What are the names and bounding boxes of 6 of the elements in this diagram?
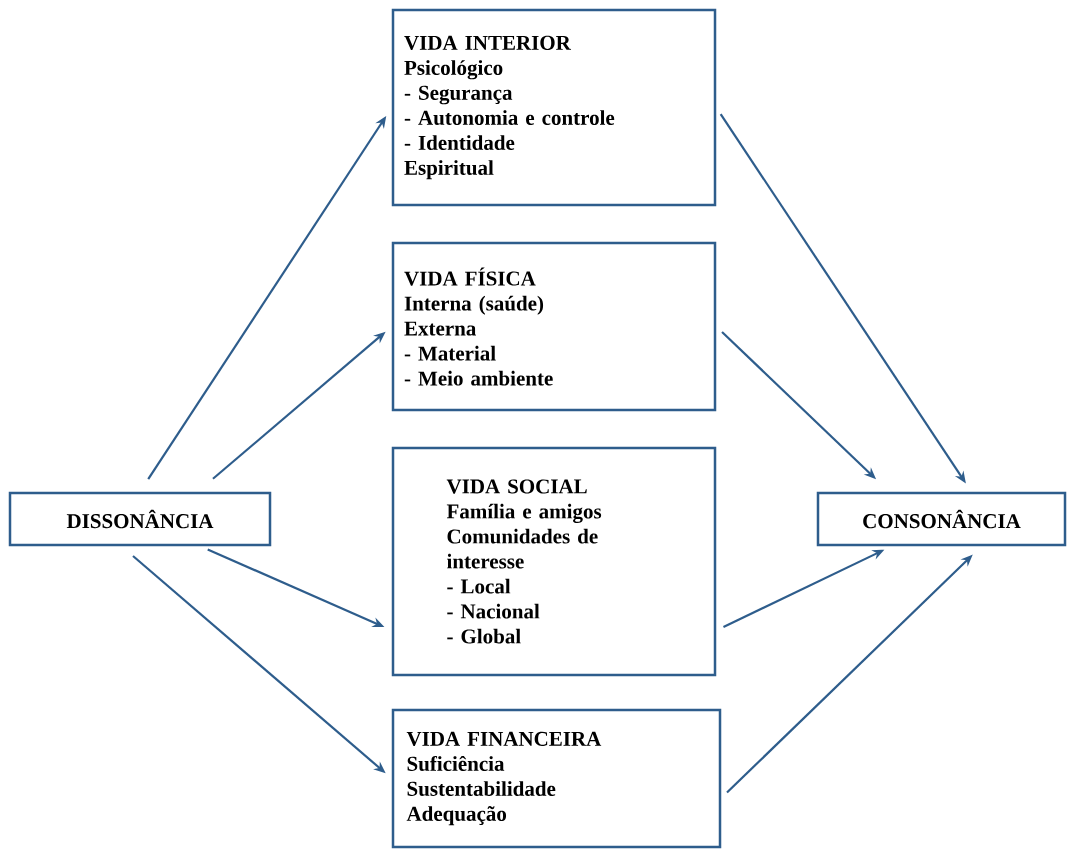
text-box: VIDA INTERIOR Psicológico - Segurança - Autonomia e controle - Identidade Espiritual bbox=[391, 8, 717, 207]
text-box: VIDA FINANCEIRA Suficiência Sustentabilidade Adequação bbox=[391, 708, 722, 849]
text-box: DISSONÂNCIA bbox=[8, 491, 272, 547]
text-box: CONSONÂNCIA bbox=[816, 491, 1067, 547]
text-box: VIDA SOCIAL Família e amigos Comunidades de interesse - Local - Nacional - Global bbox=[391, 446, 717, 677]
text-box: VIDA FÍSICA Interna (saúde) Externa - Material - Meio ambiente bbox=[391, 241, 717, 412]
